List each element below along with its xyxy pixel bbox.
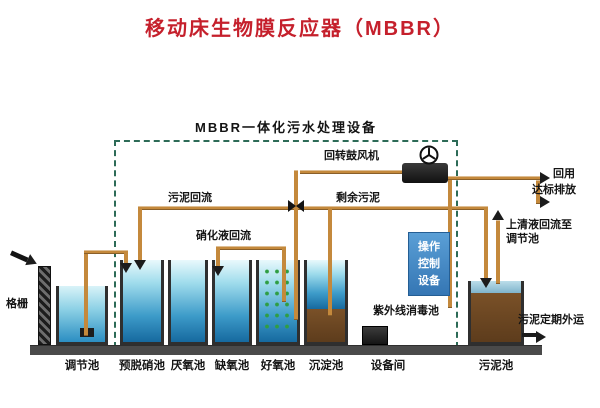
pipe-effluent-riser	[448, 176, 452, 308]
nitrified-return-label: 硝化液回流	[196, 230, 251, 242]
excess-sludge-arrow-icon	[480, 278, 492, 288]
reuse-label: 回用	[553, 168, 575, 180]
pipe-lift-drop	[124, 250, 128, 264]
blower-label: 回转鼓风机	[324, 150, 379, 162]
pipe-air-header	[300, 170, 404, 174]
pipe-lift-horizontal	[84, 250, 128, 254]
pipe-excess-sludge	[332, 206, 488, 210]
sludge-hauling-label: 污泥定期外运	[518, 314, 584, 326]
pipe-sludge-return-drop	[138, 206, 142, 262]
uv-pool-label: 紫外线消毒池	[373, 305, 439, 317]
pipe-nitrified-return	[216, 246, 286, 250]
tank-label-sludge: 污泥池	[478, 360, 514, 372]
tank-label-equipment-room: 设备间	[370, 360, 406, 372]
bar-screen-label: 格栅	[6, 298, 28, 310]
page-title: 移动床生物膜反应器（MBBR）	[145, 18, 455, 40]
sedimentation-sludge	[307, 309, 345, 342]
tank-aerobic	[256, 260, 300, 345]
tank-label-regulation: 调节池	[64, 360, 100, 372]
pipe-nitrified-riser	[282, 246, 286, 302]
bar-screen	[38, 266, 51, 345]
sludge-hauling-arrow-icon	[536, 331, 546, 343]
sludge-return-arrow-icon	[134, 260, 146, 270]
sludge-tank-sludge	[471, 293, 521, 342]
pipe-nitrified-drop	[216, 246, 220, 268]
pipe-sludge-return	[138, 206, 332, 210]
tank-pre-denitrification	[120, 260, 164, 345]
ground-base	[30, 345, 542, 355]
sludge-return-label: 污泥回流	[168, 192, 212, 204]
reuse-arrow-icon	[540, 172, 550, 184]
pipe-sedimentation-riser	[328, 206, 332, 316]
influent-arrow-shaft	[10, 250, 29, 262]
tank-label-anaerobic: 厌氧池	[170, 360, 206, 372]
tank-label-sedimentation: 沉淀池	[308, 360, 344, 372]
sedimentation-water	[307, 260, 345, 310]
sludge-hauling-arrow-shaft	[522, 333, 536, 337]
excess-sludge-label: 剩余污泥	[336, 192, 380, 204]
nitrified-return-arrow-icon	[212, 266, 224, 276]
tank-label-aerobic: 好氧池	[260, 360, 296, 372]
blower-fan-icon	[419, 145, 439, 165]
discharge-arrow-icon	[540, 196, 550, 208]
tank-label-anoxic: 缺氧池	[214, 360, 250, 372]
pipe-effluent-header	[448, 176, 540, 180]
lift-arrow-icon	[120, 263, 132, 273]
tank-anaerobic	[168, 260, 208, 345]
discharge-label: 达标排放	[532, 184, 576, 196]
pipe-excess-sludge-drop	[484, 206, 488, 280]
pipe-discharge-drop	[536, 180, 540, 204]
blower-body	[402, 163, 448, 183]
control-cabinet: 操作控制设备	[408, 232, 450, 296]
influent-arrow-icon	[9, 247, 40, 270]
pipe-air-drop	[294, 170, 298, 320]
tank-sludge-storage	[468, 281, 524, 345]
biofilm-carriers	[262, 266, 294, 332]
supernatant-return-label: 上清液回流至调节池	[506, 219, 572, 245]
tank-label-pre-denit: 预脱硝池	[119, 360, 165, 372]
unit-box-label: MBBR一体化污水处理设备	[195, 120, 377, 135]
pipe-lift-riser	[84, 250, 88, 336]
tank-sedimentation	[304, 260, 348, 345]
pipe-supernatant-return	[496, 220, 500, 284]
supernatant-arrow-icon	[492, 210, 504, 220]
valve-icon	[288, 200, 304, 212]
uv-equipment	[362, 326, 388, 345]
